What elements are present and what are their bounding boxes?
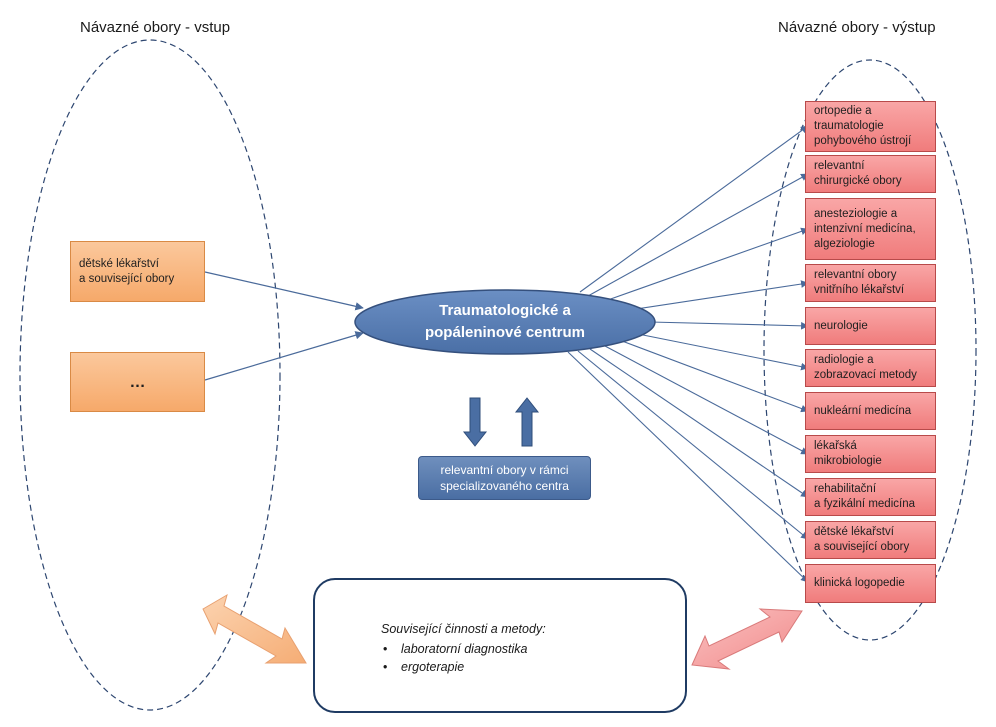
output-box-line: intenzivní medicína, (814, 222, 916, 235)
input-box-ellipsis: … (70, 352, 205, 412)
related-activity-item: laboratorní diagnostika (381, 640, 527, 658)
specialized-box-line: relevantní obory v rámci (440, 463, 569, 477)
output-column-title: Návazné obory - výstup (778, 19, 936, 36)
output-box-line: zobrazovací metody (814, 369, 917, 381)
center-label-line: Traumatologické a (439, 302, 571, 319)
output-box-pediatrics: dětské lékařství a související obory (805, 521, 936, 559)
output-arrow-10 (577, 350, 809, 540)
output-box-line: pohybového ústrojí (814, 135, 912, 147)
input-arrow-1 (204, 271, 364, 311)
output-arrows (567, 125, 809, 583)
input-box-line: dětské lékařství (79, 257, 159, 270)
output-box-surgery: relevantní chirurgické obory (805, 155, 936, 193)
right-double-arrow (691, 608, 803, 670)
output-box-line: dětské lékařství (814, 526, 894, 538)
input-box-line: a související obory (79, 272, 175, 285)
output-arrow-8 (604, 345, 809, 455)
output-box-speech-therapy: klinická logopedie (805, 564, 936, 603)
output-box-line: relevantní obory (814, 269, 897, 281)
output-box-line: a fyzikální medicína (814, 498, 915, 510)
related-activities-title: Související činnosti a metody: (381, 622, 546, 636)
output-arrow-2 (587, 173, 809, 297)
output-box-line: neurologie (814, 319, 868, 332)
specialized-centre-box: relevantní obory v rámci specializovanéh… (418, 456, 591, 500)
input-box-line: … (129, 373, 146, 391)
output-box-line: relevantní (814, 160, 865, 172)
output-box-line: vnitřního lékařství (814, 284, 905, 296)
output-box-radiology: radiologie a zobrazovací metody (805, 349, 936, 387)
output-arrow-7 (621, 340, 809, 413)
output-box-line: anesteziologie a (814, 207, 898, 220)
output-arrow-1 (579, 125, 809, 293)
output-box-line: chirurgické obory (814, 175, 902, 187)
output-box-line: lékařská (814, 440, 857, 452)
output-arrow-6 (637, 333, 809, 371)
input-group-ellipse (19, 39, 281, 711)
output-box-line: klinická logopedie (814, 577, 905, 589)
output-box-line: mikrobiologie (814, 455, 882, 467)
output-box-internal-medicine: relevantní obory vnitřního lékařství (805, 264, 936, 302)
center-ellipse (354, 289, 656, 355)
output-box-orthopedics: ortopedie a traumatologie pohybového úst… (805, 101, 936, 152)
related-activities-list: laboratorní diagnostika ergoterapie (381, 640, 527, 676)
specialized-box-line: specializovaného centra (440, 479, 569, 493)
left-double-arrow (202, 593, 307, 664)
output-box-line: radiologie a (814, 354, 874, 366)
output-box-line: nukleární medicína (814, 404, 912, 417)
output-box-line: traumatologie (814, 120, 884, 132)
output-arrow-5 (649, 321, 809, 330)
output-box-nuclear-medicine: nukleární medicína (805, 392, 936, 430)
input-box-pediatrics: dětské lékařství a související obory (70, 241, 205, 302)
output-box-line: ortopedie a (814, 105, 872, 117)
up-block-arrow (514, 397, 540, 447)
center-label: Traumatologické a popáleninové centrum (355, 292, 655, 352)
output-arrow-3 (604, 227, 809, 302)
center-label-line: popáleninové centrum (424, 324, 586, 341)
output-box-anesthesiology: anesteziologie a intenzivní medicína, al… (805, 198, 936, 260)
output-box-microbiology: lékařská mikrobiologie (805, 435, 936, 473)
output-box-line: a související obory (814, 541, 910, 553)
output-group-ellipse (763, 59, 977, 641)
output-arrow-4 (629, 280, 809, 311)
output-box-line: rehabilitační (814, 483, 877, 495)
output-box-rehabilitation: rehabilitační a fyzikální medicína (805, 478, 936, 516)
down-block-arrow (462, 397, 488, 447)
output-box-line: algeziologie (814, 237, 875, 250)
input-arrow-2 (204, 331, 364, 381)
output-arrow-11 (567, 351, 809, 583)
related-activity-item: ergoterapie (381, 658, 527, 676)
output-arrow-9 (589, 348, 809, 498)
related-activities-box: Související činnosti a metody: laborator… (313, 578, 687, 713)
input-column-title: Návazné obory - vstup (80, 19, 231, 36)
output-box-neurology: neurologie (805, 307, 936, 345)
